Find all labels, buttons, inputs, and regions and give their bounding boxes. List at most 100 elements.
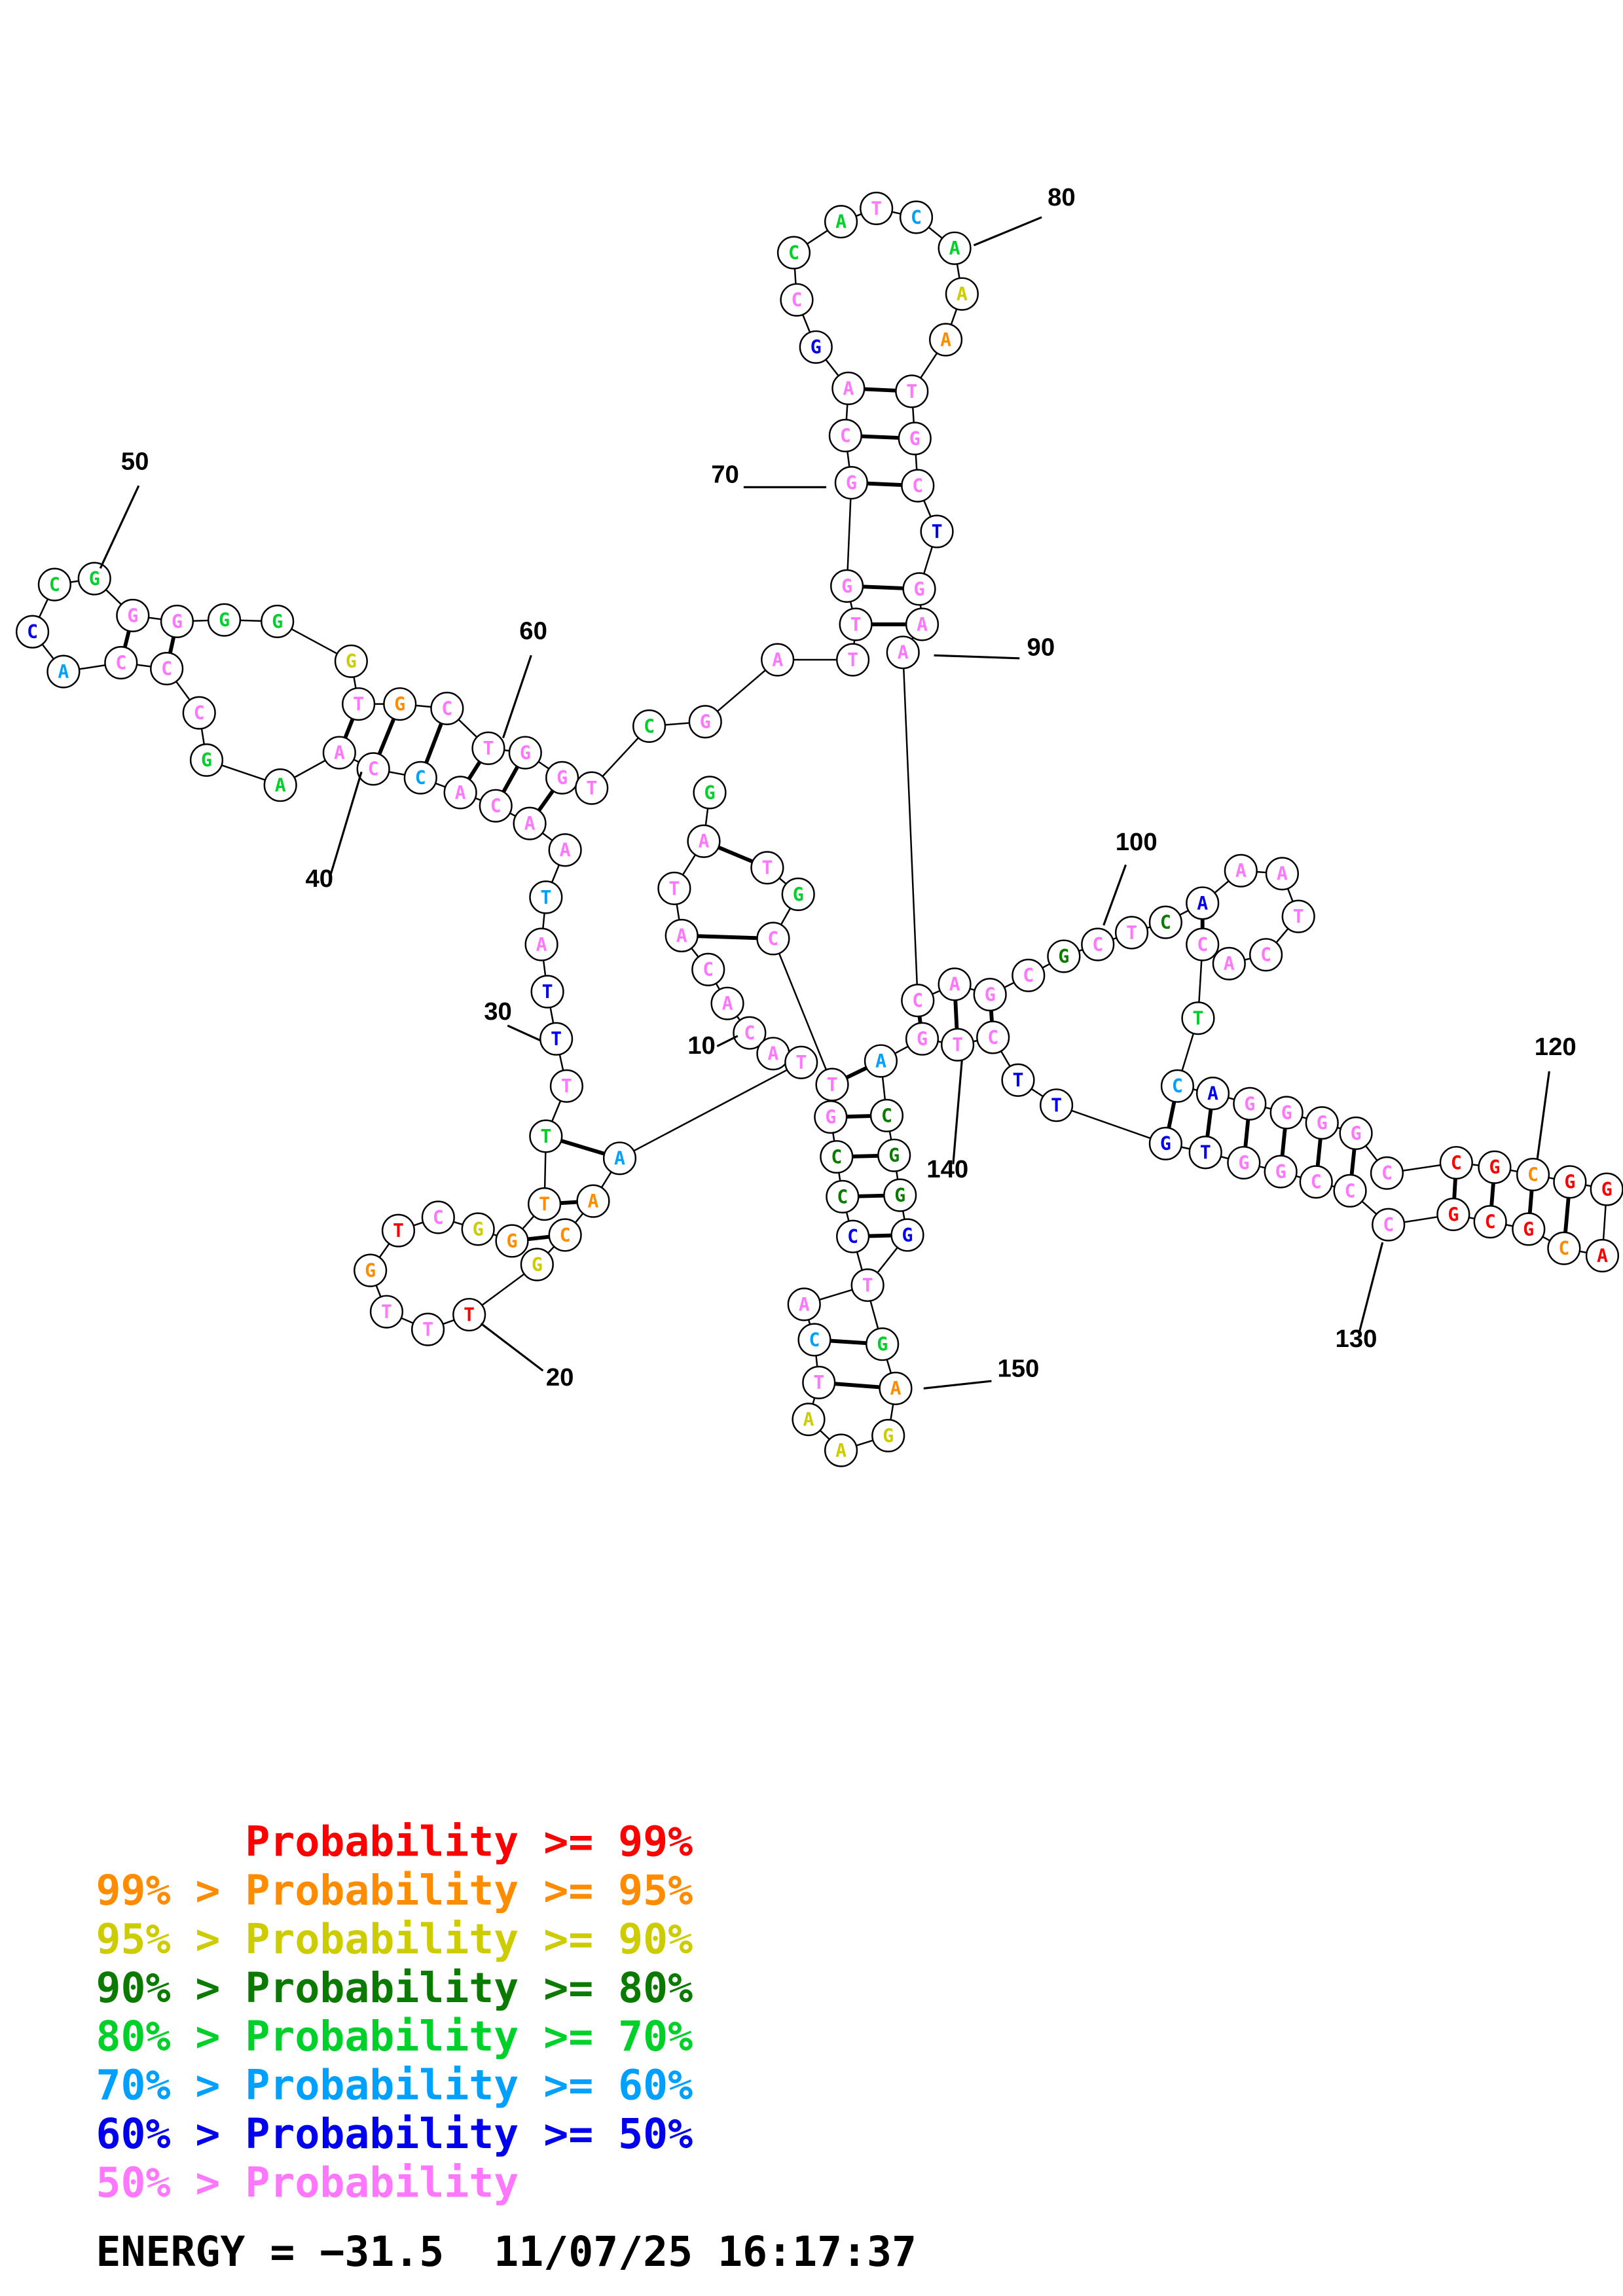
- nucleotide-circle: [1012, 958, 1046, 992]
- nucleotide-circle: [905, 1022, 939, 1056]
- probability-legend: Probability >= 99%99% > Probability >= 9…: [96, 1818, 693, 2207]
- nucleotide-letter: C: [27, 621, 38, 643]
- nucleotide-letter: G: [201, 749, 212, 771]
- nucleotide-letter: A: [767, 1043, 778, 1065]
- nucleotide-circle: [802, 1365, 836, 1399]
- nucleotide-letter: A: [1197, 893, 1208, 914]
- nucleotide-circle: [860, 191, 894, 226]
- nucleotide-letter: T: [540, 887, 551, 908]
- nucleotide-letter: C: [161, 658, 172, 679]
- nucleotide-circle: [548, 1218, 582, 1252]
- backbone-bonds: [31, 207, 1608, 1452]
- nucleotide-letter: G: [1351, 1122, 1362, 1144]
- label-leader-line: [480, 1322, 544, 1372]
- nucleotide-letter: G: [877, 1334, 888, 1355]
- nucleotide-letter: C: [1381, 1162, 1393, 1184]
- nucleotide-circle: [1473, 1205, 1507, 1239]
- nucleotide-circle: [792, 1403, 826, 1437]
- nucleotide-circle: [866, 1327, 900, 1361]
- label-leader-line: [934, 654, 1020, 660]
- backbone-bond: [1056, 1104, 1166, 1145]
- nucleotide-letter: G: [1601, 1179, 1613, 1200]
- nucleotide-circle: [77, 562, 111, 596]
- nucleotide-circle: [756, 922, 790, 956]
- label-leader-line: [952, 1059, 963, 1164]
- nucleotide-circle: [461, 1212, 495, 1246]
- nucleotide-letter: T: [393, 1220, 404, 1242]
- nucleotide-circle: [1333, 1174, 1367, 1208]
- nucleotide-letter: T: [1200, 1142, 1211, 1164]
- nucleotide-circle: [383, 687, 417, 721]
- nucleotide-letter: C: [368, 759, 379, 780]
- label-leader-line: [1536, 1071, 1550, 1158]
- nucleotide-circle: [160, 604, 194, 639]
- nucleotide-circle: [46, 655, 81, 689]
- nucleotide-circle: [524, 927, 558, 961]
- nucleotide-circle: [824, 205, 858, 239]
- nucleotide-letter: C: [1197, 934, 1208, 956]
- nucleotide-letter: G: [914, 579, 925, 600]
- nucleotide-letter: G: [520, 742, 531, 764]
- nucleotide-letter: G: [365, 1260, 376, 1282]
- nucleotide-circle: [1305, 1106, 1339, 1140]
- nucleotide-letter: C: [809, 1329, 820, 1351]
- nucleotide-letter: G: [1160, 1133, 1171, 1155]
- nucleotide-circle: [495, 1224, 529, 1258]
- nucleotide-circle: [356, 752, 390, 786]
- nucleotide-letter: A: [799, 1294, 810, 1316]
- nucleotide-letter: A: [699, 831, 710, 852]
- nucleotide-circle: [1148, 1126, 1182, 1160]
- nucleotide-circle: [879, 1371, 913, 1405]
- nucleotide-circle: [902, 572, 936, 606]
- nucleotide-circle: [657, 871, 691, 905]
- nucleotide-letter: A: [275, 775, 286, 797]
- nucleotide-letter: T: [1293, 906, 1304, 927]
- nucleotide-letter: C: [1558, 1238, 1569, 1259]
- nucleotide-letter: C: [415, 767, 426, 789]
- nucleotide-letter: T: [952, 1034, 963, 1056]
- nucleotide-letter: T: [561, 1075, 572, 1097]
- position-label: 40: [306, 865, 334, 893]
- nucleotide-circle: [1001, 1063, 1035, 1097]
- nucleotide-circle: [116, 598, 150, 633]
- nucleotide-letter: A: [1597, 1245, 1608, 1266]
- nucleotide-circle: [820, 1139, 854, 1174]
- nucleotide-letter: C: [702, 959, 714, 980]
- nucleotide-circle: [334, 644, 368, 678]
- nucleotide-letter: T: [761, 857, 773, 879]
- nucleotide-circle: [403, 761, 437, 795]
- nucleotide-letter: C: [433, 1207, 444, 1229]
- legend-line: 90% > Probability >= 80%: [96, 1964, 693, 2012]
- nucleotide-letter: A: [524, 813, 536, 834]
- nucleotide-letter: G: [1523, 1219, 1534, 1240]
- nucleotide-circle: [207, 603, 242, 637]
- nucleotide-letter: T: [850, 614, 862, 636]
- nucleotide-circle: [513, 806, 547, 840]
- nucleotide-circle: [1160, 1069, 1194, 1103]
- nucleotide-letter: T: [464, 1304, 475, 1326]
- nucleotide-circle: [787, 1287, 821, 1321]
- nucleotide-letter: A: [614, 1148, 625, 1170]
- nucleotide-circle: [886, 636, 920, 670]
- nucleotide-circle: [548, 833, 582, 867]
- nucleotide-letter: A: [722, 993, 733, 1014]
- label-leader-line: [501, 655, 532, 738]
- nucleotide-circle: [836, 1219, 870, 1253]
- nucleotide-letter: C: [912, 475, 923, 497]
- nucleotide-letter: G: [556, 767, 568, 789]
- nucleotide-circle: [920, 514, 954, 548]
- nucleotide-letter: A: [676, 925, 687, 946]
- nucleotide-letter: T: [542, 981, 553, 1003]
- nucleotide-circle: [530, 975, 564, 1009]
- nucleotide-circle: [976, 1020, 1010, 1054]
- position-label: 20: [546, 1363, 574, 1391]
- nucleotide-circle: [471, 731, 505, 765]
- nucleotide-letter: G: [704, 782, 716, 804]
- nucleotide-circle: [1370, 1156, 1404, 1190]
- position-label: 60: [519, 617, 547, 645]
- nucleotide-letter: G: [532, 1254, 543, 1276]
- nucleotide-circle: [938, 231, 972, 265]
- legend-line: 80% > Probability >= 70%: [96, 2012, 693, 2060]
